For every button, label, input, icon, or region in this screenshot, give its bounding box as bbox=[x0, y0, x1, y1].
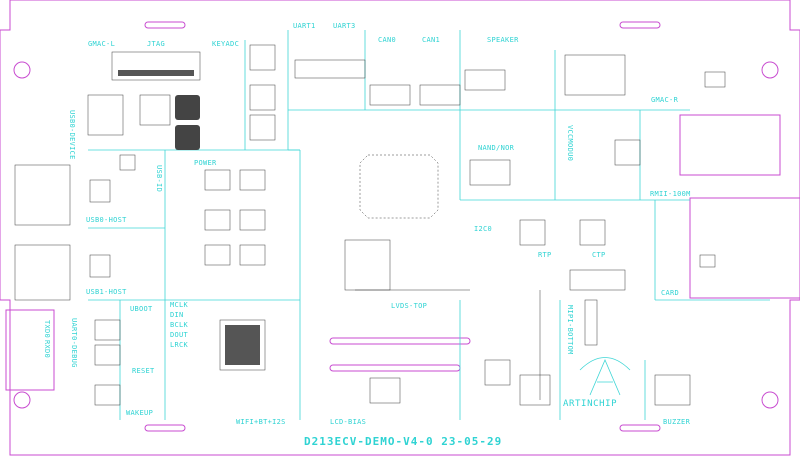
label-can0: CAN0 bbox=[378, 36, 396, 44]
component-footprints bbox=[14, 44, 726, 406]
label-usb1-host: USB1-HOST bbox=[86, 288, 127, 296]
label-can1: CAN1 bbox=[422, 36, 440, 44]
label-lvds-top: LVDS-TOP bbox=[391, 302, 427, 310]
section-dividers bbox=[88, 30, 770, 420]
label-speaker: SPEAKER bbox=[487, 36, 519, 44]
label-power: POWER bbox=[194, 159, 217, 167]
label-uart0-debug: UART0-DEBUG bbox=[70, 318, 78, 368]
label-keyadc: KEYADC bbox=[212, 40, 239, 48]
board-title: D213ECV-DEMO-V4-0 23-05-29 bbox=[304, 435, 502, 448]
label-wifi-bt-i2s: WIFI+BT+I2S bbox=[236, 418, 286, 426]
label-artinchip: ARTINCHIP bbox=[563, 399, 617, 409]
label-mipi-bottom: MIPI-BOTTOM bbox=[566, 305, 574, 355]
label-usb0-device: USB0-DEVICE bbox=[68, 110, 76, 160]
label-uart0-rx: RXD0 bbox=[43, 340, 51, 358]
label-gmac-r: GMAC-R bbox=[651, 96, 679, 104]
label-card: CARD bbox=[661, 289, 679, 297]
label-uboot: UBOOT bbox=[130, 305, 153, 313]
label-lcd-bias: LCD-BIAS bbox=[330, 418, 366, 426]
label-uart3: UART3 bbox=[333, 22, 356, 30]
label-nand-nor: NAND/NOR bbox=[478, 144, 515, 152]
artinchip-logo bbox=[579, 357, 631, 396]
label-rtp: RTP bbox=[538, 251, 552, 259]
silkscreen-labels: GMAC-L JTAG KEYADC UART1 UART3 CAN0 CAN1… bbox=[43, 22, 691, 448]
label-rmii: RMII-100M bbox=[650, 190, 691, 198]
label-wifi-lrck: LRCK bbox=[170, 341, 189, 349]
label-wakeup: WAKEUP bbox=[126, 409, 153, 417]
label-wifi-din: DIN bbox=[170, 311, 184, 319]
label-vccmodu0: VCCMODU0 bbox=[566, 125, 574, 161]
label-usb-id: USB-ID bbox=[155, 165, 163, 192]
label-uart0-tx: TXD0 bbox=[43, 320, 51, 338]
label-i2c0: I2C0 bbox=[474, 225, 492, 233]
label-usb0-host: USB0-HOST bbox=[86, 216, 127, 224]
label-gmac-l: GMAC-L bbox=[88, 40, 115, 48]
label-jtag: JTAG bbox=[147, 40, 165, 48]
label-buzzer: BUZZER bbox=[663, 418, 691, 426]
label-uart1: UART1 bbox=[293, 22, 316, 30]
label-reset: RESET bbox=[132, 367, 155, 375]
label-wifi-mclk: MCLK bbox=[170, 301, 189, 309]
label-wifi-bclk: BCLK bbox=[170, 321, 189, 329]
label-ctp: CTP bbox=[592, 251, 606, 259]
label-wifi-dout: DOUT bbox=[170, 331, 189, 339]
